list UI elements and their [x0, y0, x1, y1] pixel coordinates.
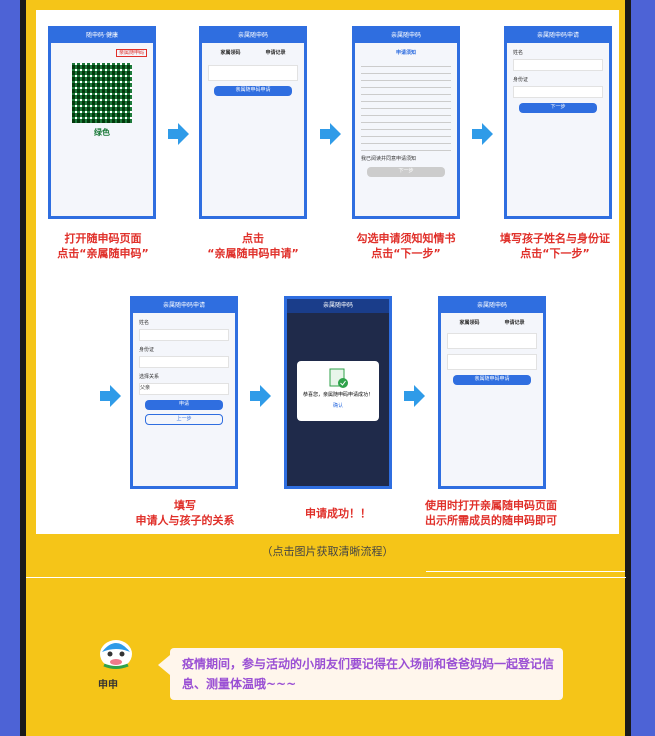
arrow-right-icon	[100, 385, 121, 407]
mascot-name: 申申	[98, 680, 118, 691]
arrow-right-icon	[472, 123, 493, 145]
apply-button[interactable]: 亲属随申码申请	[214, 86, 292, 96]
member-card[interactable]	[447, 354, 537, 370]
id-label: 身份证	[513, 77, 529, 83]
confirm-button[interactable]: 确认	[332, 403, 343, 409]
arrow-right-icon	[320, 123, 341, 145]
success-check-icon	[329, 368, 348, 388]
member-card	[208, 65, 298, 81]
speech-bubble-tail	[158, 655, 170, 675]
screen-title: 亲属随申码	[441, 299, 543, 313]
screen-step-2: 亲属随申码 家属领码 申请记录 亲属随申码申请	[199, 26, 307, 219]
screen-step-6: 亲属随申码 恭喜您，亲属随申码申请成功！ 确认	[284, 296, 392, 489]
screen-title: 随申码·健康	[51, 29, 153, 43]
notice-heading: 申请须知	[395, 50, 416, 56]
step-6-caption: 申请成功！！	[305, 507, 371, 520]
name-input[interactable]	[139, 329, 229, 341]
divider-line	[26, 577, 626, 578]
step-1-caption: 打开随申码页面点击“亲属随申码”	[57, 232, 149, 260]
id-input[interactable]	[513, 86, 603, 98]
status-label: 绿色	[94, 128, 110, 137]
step-7-caption: 使用时打开亲属随申码页面出示所需成员的随申码即可	[425, 499, 557, 527]
arrow-right-icon	[168, 123, 189, 145]
screen-title: 亲属随申码	[355, 29, 457, 43]
next-button[interactable]: 下一步	[367, 167, 445, 177]
screen-title: 亲属随申码申请	[507, 29, 609, 43]
relative-code-link[interactable]: 亲属随申码	[115, 49, 147, 57]
speech-text: 疫情期间，参与活动的小朋友们要记得在入场前和爸爸妈妈一起登记信息、测量体温哦~~…	[182, 657, 555, 691]
apply-button[interactable]: 亲属随申码申请	[453, 375, 531, 385]
screen-title: 亲属随申码	[202, 29, 304, 43]
success-dialog: 恭喜您，亲属随申码申请成功！ 确认	[297, 361, 379, 421]
id-input[interactable]	[139, 356, 229, 368]
screen-step-1: 随申码·健康 亲属随申码 绿色	[48, 26, 156, 219]
click-hint: （点击图片获取清晰流程）	[261, 545, 394, 558]
relation-label: 选择关系	[139, 374, 160, 380]
screen-title: 亲属随申码	[287, 299, 389, 313]
step-5-caption: 填写申请人与孩子的关系	[135, 499, 235, 527]
step-4-caption: 填写孩子姓名与身份证点击“下一步”	[500, 232, 610, 260]
tab-records[interactable]: 申请记录	[265, 50, 286, 56]
name-label: 姓名	[139, 320, 150, 326]
tab-records[interactable]: 申请记录	[504, 320, 525, 326]
name-label: 姓名	[513, 50, 524, 56]
arrow-right-icon	[404, 385, 425, 407]
step-3-caption: 勾选申请须知知情书点击“下一步”	[356, 232, 456, 260]
screen-step-4: 亲属随申码申请 姓名 身份证 下一步	[504, 26, 612, 219]
tab-family[interactable]: 家属领码	[220, 50, 241, 56]
id-label: 身份证	[139, 347, 155, 353]
screen-title: 亲属随申码申请	[133, 299, 235, 313]
prev-button[interactable]: 上一步	[145, 414, 223, 425]
screen-step-3: 亲属随申码 申请须知 我已阅读并同意申请须知 下一步	[352, 26, 460, 219]
relation-select[interactable]: 父亲	[139, 383, 229, 395]
name-input[interactable]	[513, 59, 603, 71]
apply-button[interactable]: 申请	[145, 400, 223, 410]
agree-checkbox[interactable]: 我已阅读并同意申请须知	[361, 156, 417, 162]
next-button[interactable]: 下一步	[519, 103, 597, 113]
dialog-message: 恭喜您，亲属随申码申请成功！	[302, 392, 373, 398]
step-2-caption: 点击“亲属随申码申请”	[207, 232, 299, 260]
qr-code	[72, 63, 132, 123]
screen-step-5: 亲属随申码申请 姓名 身份证 选择关系 父亲 申请 上一步	[130, 296, 238, 489]
divider-line	[426, 571, 625, 572]
notice-text	[361, 61, 451, 151]
screen-step-7: 亲属随申码 家属领码 申请记录 亲属随申码申请	[438, 296, 546, 489]
member-card[interactable]	[447, 333, 537, 349]
process-guide-image[interactable]: 随申码·健康 亲属随申码 绿色 亲属随申码 家属领码 申请记录 亲属随申码申请 …	[36, 10, 619, 534]
tab-family[interactable]: 家属领码	[459, 320, 480, 326]
speech-bubble	[170, 648, 563, 700]
mascot-avatar-icon	[100, 640, 132, 669]
arrow-right-icon	[250, 385, 271, 407]
